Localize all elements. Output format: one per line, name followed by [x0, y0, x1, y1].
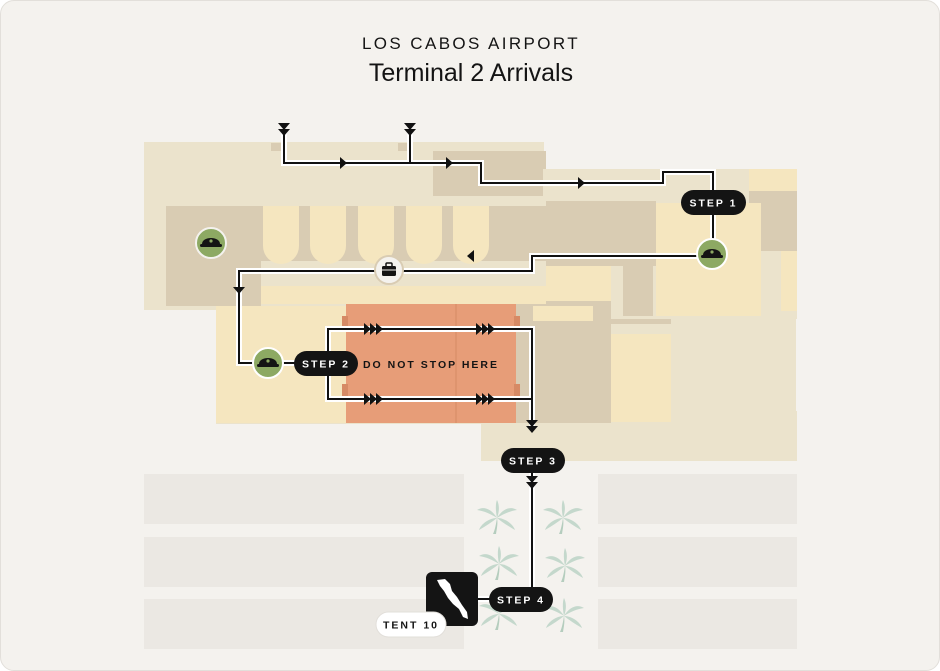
- route-arrows: [233, 123, 585, 489]
- palm-tree-icon: [545, 548, 585, 582]
- step-4-marker[interactable]: STEP 4: [489, 587, 553, 612]
- step-2-label: STEP 2: [302, 359, 350, 371]
- officer-checkpoint[interactable]: [252, 347, 284, 379]
- page-title: Terminal 2 Arrivals: [368, 59, 574, 87]
- baggage-claim[interactable]: [374, 255, 404, 285]
- officer-checkpoint[interactable]: [195, 227, 227, 259]
- baja-peninsula-icon: [437, 579, 468, 619]
- officer-cap-icon: [257, 358, 279, 367]
- officer-cap-icon: [701, 249, 723, 258]
- no-stop-label: DO NOT STOP HERE: [363, 359, 499, 371]
- step-3-label: STEP 3: [509, 456, 557, 468]
- palm-tree-icon: [479, 546, 519, 580]
- airport-name: LOS CABOS AIRPORT: [361, 34, 581, 53]
- destination-tile[interactable]: [426, 572, 478, 626]
- tent-10-label[interactable]: TENT 10: [375, 611, 447, 638]
- palm-tree-icon: [543, 500, 583, 534]
- step-1-marker[interactable]: STEP 1: [681, 190, 746, 215]
- no-stop-zone: DO NOT STOP HERE: [342, 304, 520, 423]
- briefcase-icon: [382, 262, 396, 276]
- step-1-label: STEP 1: [690, 198, 738, 210]
- officer-cap-icon: [200, 238, 222, 247]
- step-4-label: STEP 4: [497, 595, 545, 607]
- step-3-marker[interactable]: STEP 3: [501, 448, 565, 473]
- step-2-marker[interactable]: STEP 2: [294, 351, 358, 376]
- parking-lots: [144, 474, 797, 649]
- palm-tree-icon: [477, 500, 517, 534]
- officer-checkpoint[interactable]: [696, 238, 728, 270]
- tent-label-text: TENT 10: [383, 620, 439, 632]
